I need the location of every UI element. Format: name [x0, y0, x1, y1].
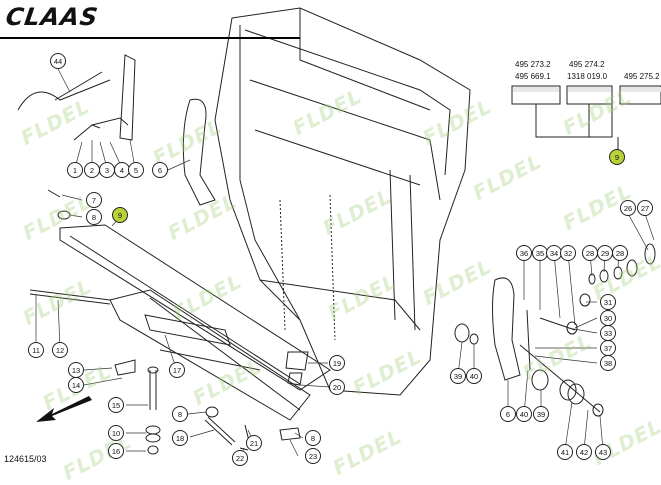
- callout-30[interactable]: 30: [600, 310, 616, 326]
- callout-27[interactable]: 27: [637, 200, 653, 216]
- callout-31[interactable]: 31: [600, 294, 616, 310]
- exploded-view-drawing: [17, 7, 661, 459]
- callout-20[interactable]: 20: [329, 379, 345, 395]
- part-number-label: 495 273.2: [515, 60, 551, 69]
- claas-logo: CLAAS: [4, 3, 101, 31]
- direction-arrow-icon: [36, 396, 92, 422]
- callout-8[interactable]: 8: [305, 430, 321, 446]
- callout-41[interactable]: 41: [557, 444, 573, 460]
- callout-22[interactable]: 22: [232, 450, 248, 466]
- callout-9-highlighted[interactable]: 9: [112, 207, 128, 223]
- callout-19[interactable]: 19: [329, 355, 345, 371]
- callout-8[interactable]: 8: [172, 406, 188, 422]
- callout-38[interactable]: 38: [600, 355, 616, 371]
- callout-13[interactable]: 13: [68, 362, 84, 378]
- callout-9-highlighted[interactable]: 9: [609, 149, 625, 165]
- callout-32[interactable]: 32: [560, 245, 576, 261]
- header-rule: [0, 37, 300, 39]
- callout-37[interactable]: 37: [600, 340, 616, 356]
- callout-14[interactable]: 14: [68, 377, 84, 393]
- callout-5[interactable]: 5: [128, 162, 144, 178]
- callout-16[interactable]: 16: [108, 443, 124, 459]
- drawing-reference-number: 124615/03: [4, 454, 47, 464]
- callout-17[interactable]: 17: [169, 362, 185, 378]
- callout-28[interactable]: 28: [612, 245, 628, 261]
- callout-12[interactable]: 12: [52, 342, 68, 358]
- parts-diagram: CLAAS 495 273.2 495 669.1 495 274.2 1318…: [0, 3, 661, 485]
- callout-33[interactable]: 33: [600, 325, 616, 341]
- callout-40[interactable]: 40: [516, 406, 532, 422]
- callout-21[interactable]: 21: [246, 435, 262, 451]
- callout-39[interactable]: 39: [450, 368, 466, 384]
- callout-26[interactable]: 26: [620, 200, 636, 216]
- callout-28[interactable]: 28: [582, 245, 598, 261]
- callout-3[interactable]: 3: [99, 162, 115, 178]
- callout-2[interactable]: 2: [84, 162, 100, 178]
- callout-1[interactable]: 1: [67, 162, 83, 178]
- callout-6[interactable]: 6: [152, 162, 168, 178]
- callout-23[interactable]: 23: [305, 448, 321, 464]
- callout-40[interactable]: 40: [466, 368, 482, 384]
- callout-36[interactable]: 36: [516, 245, 532, 261]
- callout-11[interactable]: 11: [28, 342, 44, 358]
- callout-44[interactable]: 44: [50, 53, 66, 69]
- part-number-label: 495 669.1: [515, 72, 551, 81]
- callout-10[interactable]: 10: [108, 425, 124, 441]
- callout-39[interactable]: 39: [533, 406, 549, 422]
- part-number-label: 495 274.2: [569, 60, 605, 69]
- part-number-label: 1318 019.0: [567, 72, 608, 81]
- callout-42[interactable]: 42: [576, 444, 592, 460]
- callout-8[interactable]: 8: [86, 209, 102, 225]
- part-number-label: 495 275.2: [624, 72, 660, 81]
- callout-18[interactable]: 18: [172, 430, 188, 446]
- callout-6[interactable]: 6: [500, 406, 516, 422]
- callout-7[interactable]: 7: [86, 192, 102, 208]
- callout-43[interactable]: 43: [595, 444, 611, 460]
- callout-29[interactable]: 29: [597, 245, 613, 261]
- callout-15[interactable]: 15: [108, 397, 124, 413]
